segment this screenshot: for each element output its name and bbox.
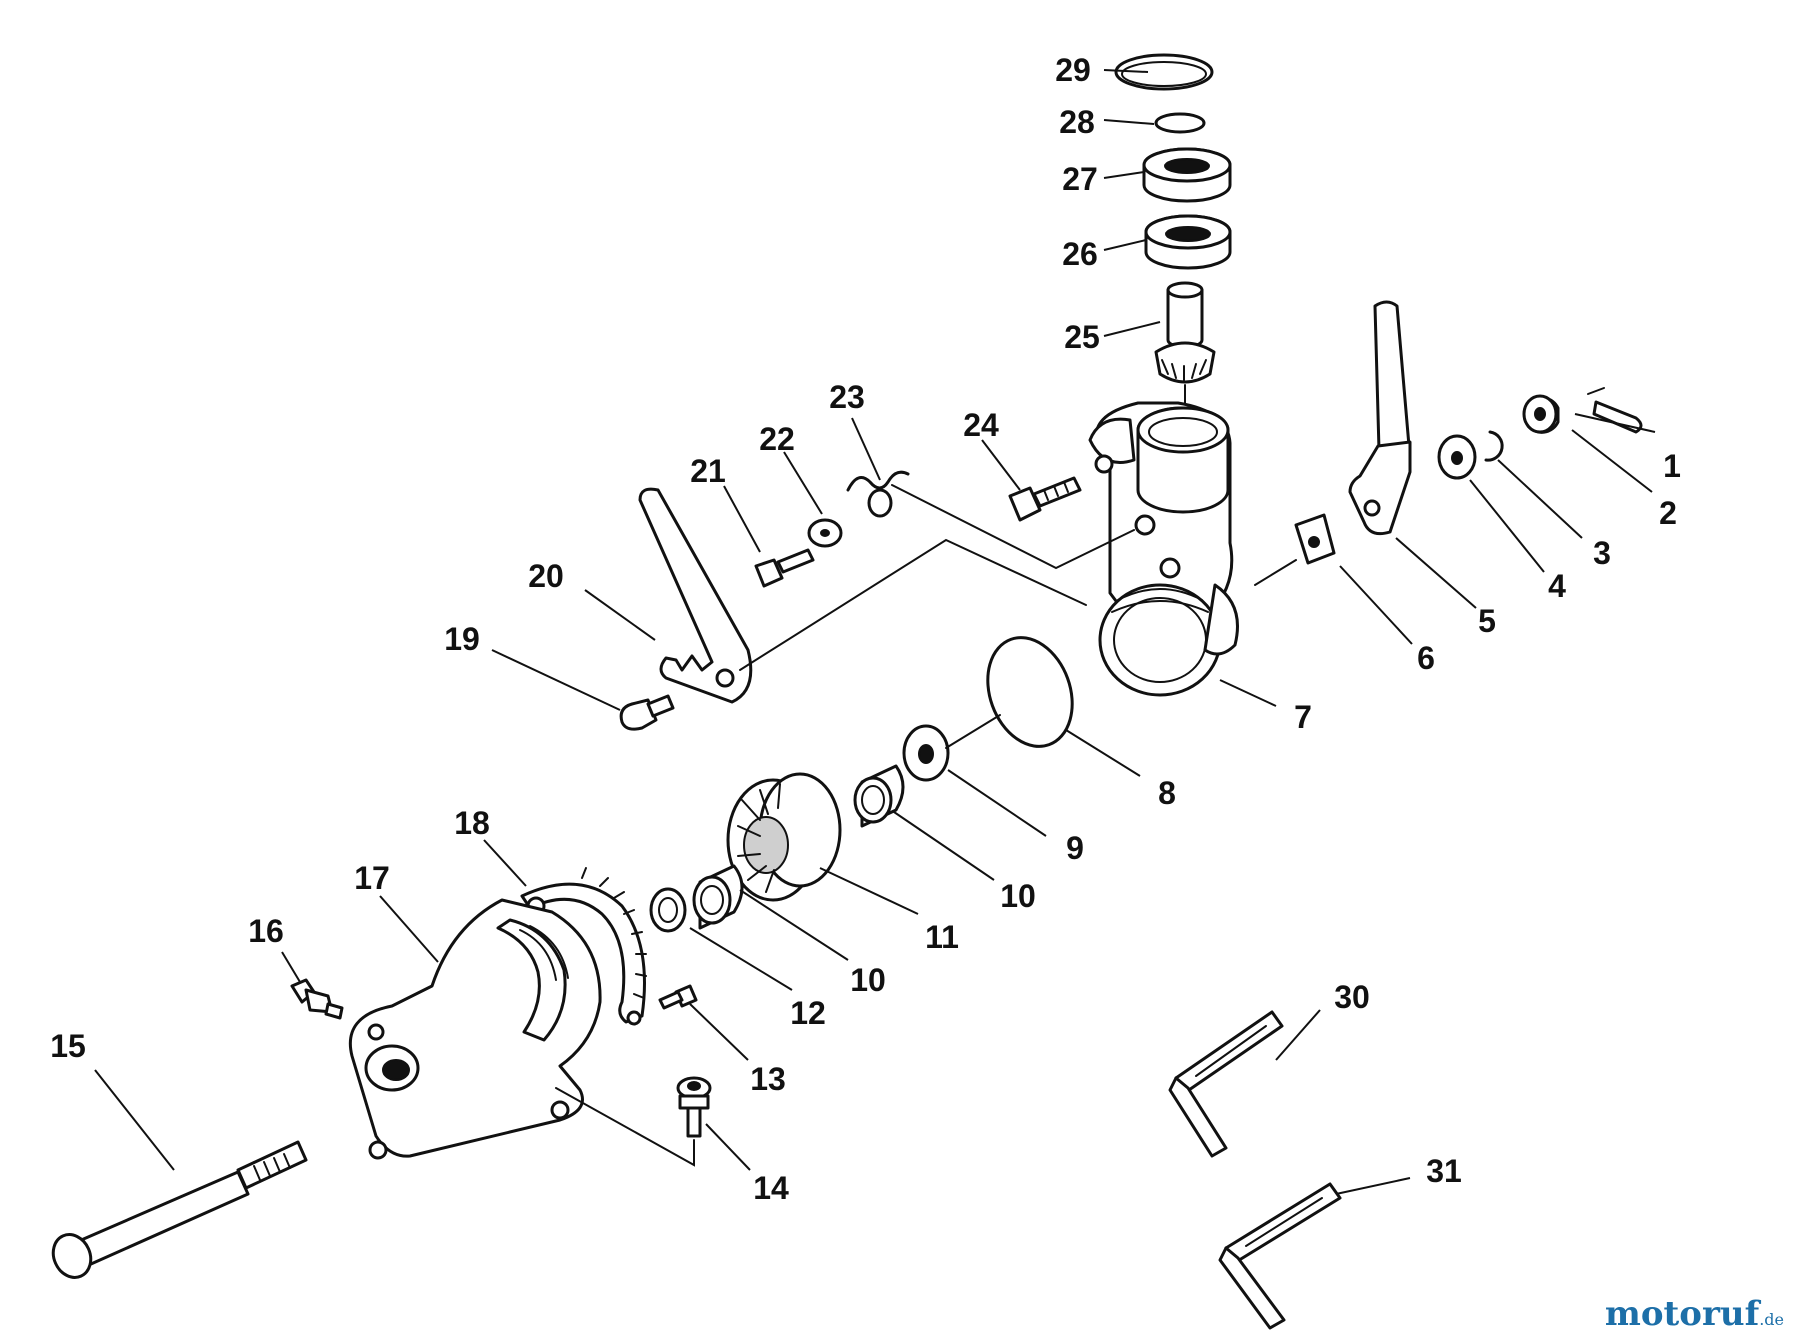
part-labels: 1 2 3 4 5 6 7 8 9 10 10 11 12 13 14 15 1… <box>50 52 1681 1206</box>
part-17-housing <box>348 898 602 1160</box>
part-21-bolt <box>754 548 815 588</box>
label-part-8: 8 <box>1158 775 1176 811</box>
label-part-13: 13 <box>750 1061 786 1097</box>
part-14-bolt <box>676 1076 712 1138</box>
label-part-10-lower: 10 <box>850 962 886 998</box>
label-part-16: 16 <box>248 913 284 949</box>
part-6-plate <box>1294 513 1336 565</box>
label-part-23: 23 <box>829 379 865 415</box>
label-part-17: 17 <box>354 860 390 896</box>
label-part-15: 15 <box>50 1028 86 1064</box>
label-part-30: 30 <box>1334 979 1370 1015</box>
label-part-26: 26 <box>1062 236 1098 272</box>
part-2-knob <box>1522 394 1560 434</box>
part-13-bolt <box>658 984 698 1010</box>
part-10-bushing-lower <box>692 864 744 930</box>
part-28-clip <box>1154 112 1206 134</box>
watermark-tld: .de <box>1759 1310 1784 1329</box>
label-part-14: 14 <box>753 1170 789 1206</box>
label-part-2: 2 <box>1659 495 1677 531</box>
label-part-29: 29 <box>1055 52 1091 88</box>
part-9-washer <box>902 724 950 782</box>
label-part-6: 6 <box>1417 640 1435 676</box>
part-1-cotter-pin <box>1592 400 1643 434</box>
part-12-washer <box>649 887 687 933</box>
part-25-pinion-shaft <box>1154 281 1216 421</box>
part-8-o-ring <box>986 636 1074 748</box>
leader-lines <box>94 69 1656 1195</box>
part-16-grease-nipple <box>290 978 344 1020</box>
assembly-lines <box>555 387 1605 1167</box>
watermark-logo: motoruf.de <box>1605 1294 1784 1334</box>
label-part-22: 22 <box>759 421 795 457</box>
part-5-lever-arm <box>1348 300 1412 536</box>
parts-artwork <box>51 53 1643 1330</box>
part-15-pin-shaft <box>51 1140 308 1279</box>
label-part-1: 1 <box>1663 448 1681 484</box>
label-part-31: 31 <box>1426 1153 1462 1189</box>
part-3-e-clip <box>1484 430 1504 462</box>
label-part-5: 5 <box>1478 603 1496 639</box>
part-29-snap-ring <box>1114 53 1214 91</box>
label-part-12: 12 <box>790 995 826 1031</box>
label-part-3: 3 <box>1593 535 1611 571</box>
part-4-washer <box>1437 434 1477 480</box>
part-26-bearing <box>1144 214 1232 270</box>
label-part-25: 25 <box>1064 319 1100 355</box>
part-11-bevel-gear <box>726 772 842 902</box>
part-10-bushing-upper <box>853 764 905 828</box>
label-part-20: 20 <box>528 558 564 594</box>
label-part-11: 11 <box>925 919 959 955</box>
part-22-washer <box>807 518 843 548</box>
part-27-bearing <box>1142 147 1232 203</box>
part-7-gear-case <box>1088 401 1239 697</box>
label-part-4: 4 <box>1548 568 1566 604</box>
part-30-hex-key <box>1168 1010 1284 1158</box>
label-part-9: 9 <box>1066 830 1084 866</box>
part-24-bolt <box>1008 476 1082 522</box>
part-31-hex-key <box>1218 1182 1342 1330</box>
part-19-bolt <box>619 694 675 731</box>
watermark-brand: motoruf <box>1604 1294 1760 1334</box>
label-part-10-upper: 10 <box>1000 878 1036 914</box>
label-part-21: 21 <box>690 453 726 489</box>
label-part-18: 18 <box>454 805 490 841</box>
label-part-27: 27 <box>1062 161 1098 197</box>
label-part-7: 7 <box>1294 699 1312 735</box>
part-20-lever <box>638 487 753 704</box>
label-part-19: 19 <box>444 621 480 657</box>
part-23-spring <box>846 470 910 518</box>
label-part-24: 24 <box>963 407 999 443</box>
label-part-28: 28 <box>1059 104 1095 140</box>
